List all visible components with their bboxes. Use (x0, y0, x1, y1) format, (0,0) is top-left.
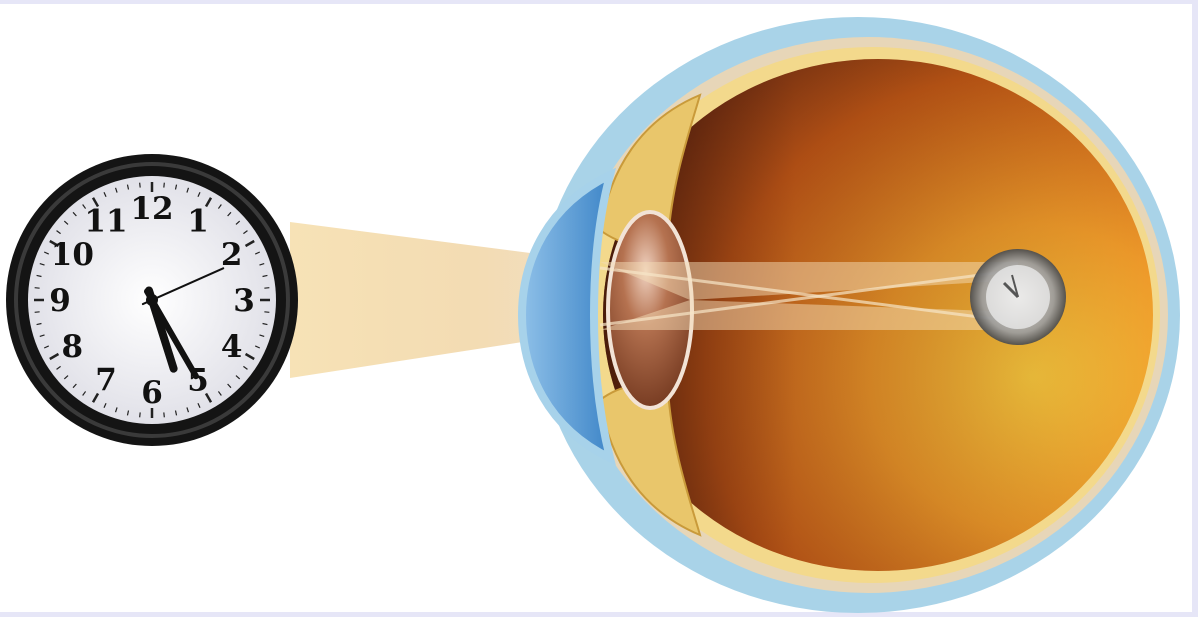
clock-numeral: 10 (51, 237, 94, 273)
clock-tick (164, 412, 165, 417)
clock-numeral: 9 (49, 283, 71, 319)
clock-numeral: 11 (84, 203, 127, 239)
clock-tick (264, 288, 269, 289)
clock-numeral: 1 (187, 203, 209, 239)
clock-numeral: 7 (95, 363, 117, 399)
eyeball (522, 17, 1180, 613)
clock-tick (140, 412, 141, 417)
clock-tick (35, 288, 40, 289)
clock-numeral: 3 (233, 283, 255, 319)
clock-tick (35, 312, 40, 313)
clock-tick (264, 312, 269, 313)
clock-hub (146, 294, 158, 306)
inverted-clock-image-icon (970, 249, 1066, 345)
clock-tick (140, 183, 141, 188)
clock-tick (164, 183, 165, 188)
clock-numeral: 8 (62, 329, 84, 365)
cornea (522, 175, 610, 458)
clock-numeral: 6 (141, 375, 163, 411)
clock-numeral: 12 (130, 191, 173, 227)
clock-numeral: 4 (221, 329, 243, 365)
clock-numeral: 2 (221, 237, 243, 273)
